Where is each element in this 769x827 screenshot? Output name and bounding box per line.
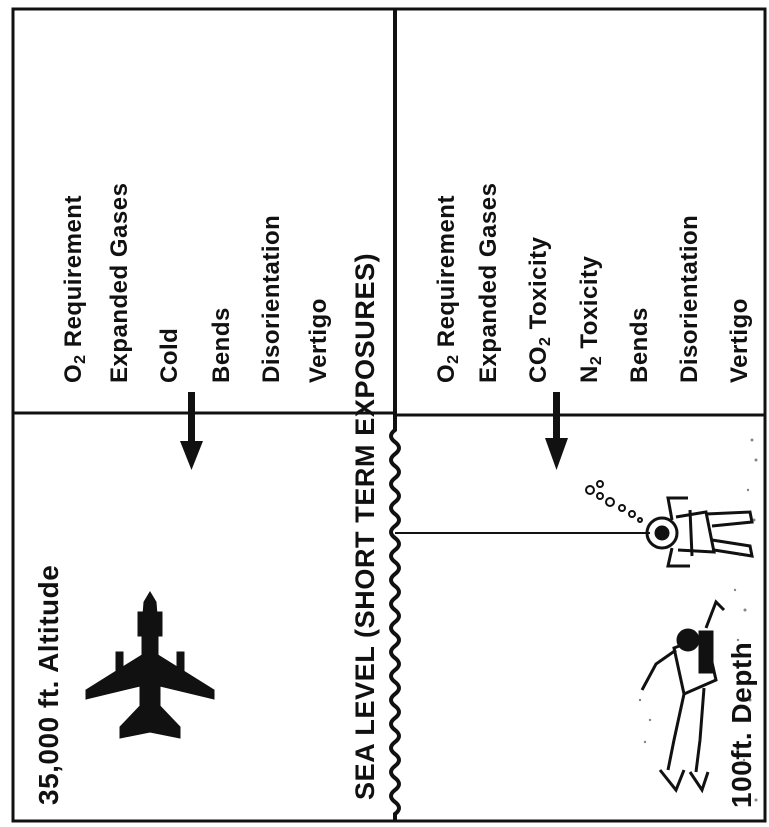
altitude-hazard-disorientation: Disorientation <box>260 215 284 383</box>
depth-hazard-bends: Bends <box>628 307 652 383</box>
depth-hazard-disorientation: Disorientation <box>678 215 702 383</box>
depth-arrow <box>545 392 568 470</box>
depth-hazard-co2: CO2 Toxicity <box>527 237 554 383</box>
tethered-diver-icon <box>647 498 752 566</box>
depth-title: 100ft. Depth <box>728 642 756 808</box>
jet-aircraft-icon <box>86 592 214 738</box>
altitude-title: 35,000 ft. Altitude <box>35 565 63 805</box>
altitude-arrow <box>180 392 203 470</box>
depth-hazard-vertigo: Vertigo <box>728 298 752 383</box>
depth-hazard-o2: O2 Requirement <box>435 195 462 383</box>
sea-level-label: SEA LEVEL (SHORT TERM EXPOSURES) <box>352 253 379 800</box>
altitude-hazard-o2: O2 Requirement <box>62 195 89 383</box>
altitude-hazard-bends: Bends <box>210 307 234 383</box>
altitude-hazard-vertigo: Vertigo <box>307 298 331 383</box>
depth-hazard-n2: N2 Toxicity <box>578 256 605 383</box>
scuba-diver-icon <box>642 602 724 790</box>
bubbles-icon <box>586 481 642 522</box>
altitude-hazard-expanded-gases: Expanded Gases <box>108 183 132 383</box>
altitude-hazard-cold: Cold <box>158 328 182 383</box>
depth-hazard-expanded-gases: Expanded Gases <box>477 183 501 383</box>
